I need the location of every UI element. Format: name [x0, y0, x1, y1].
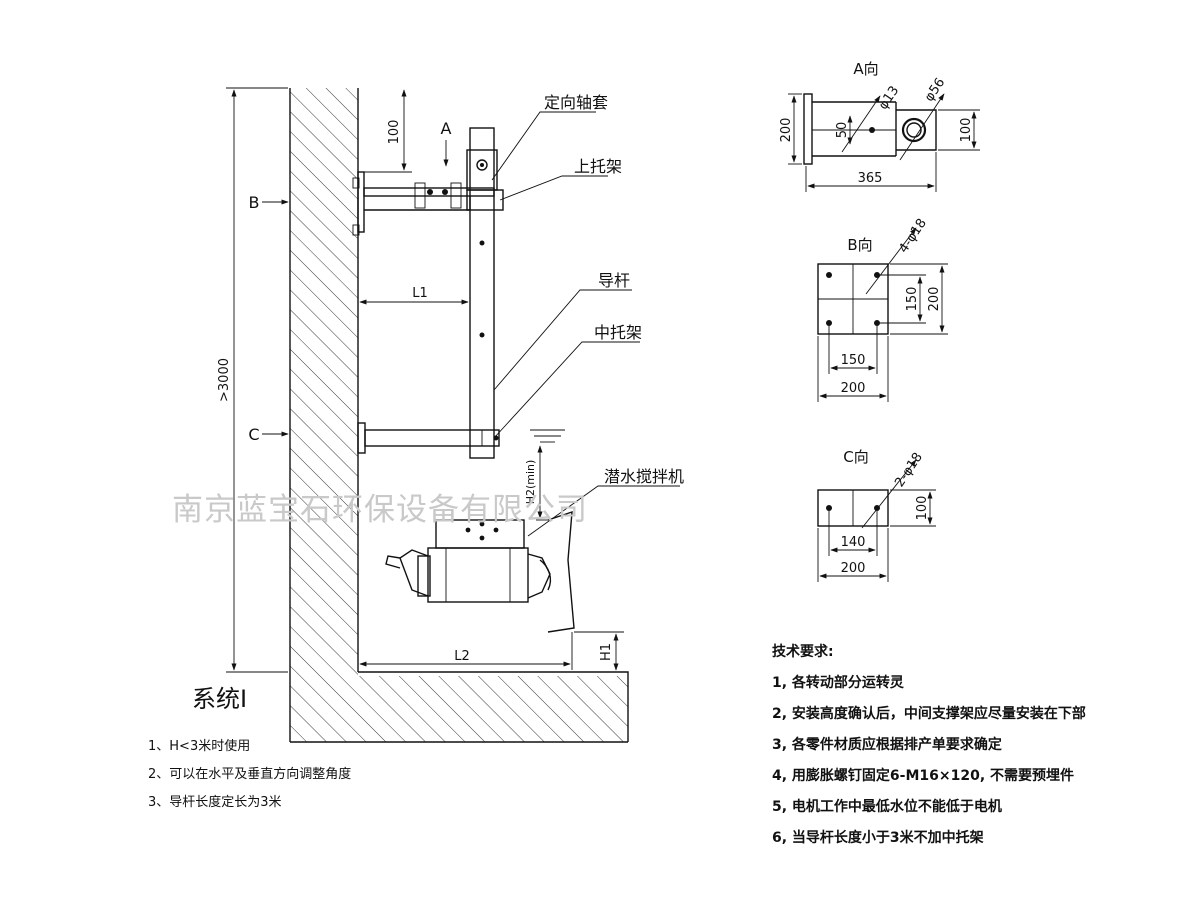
tech-requirements: 技术要求: 1, 各转动部分运转灵 2, 安装高度确认后，中间支撑架应尽量安装在…	[772, 643, 1086, 846]
note-3: 3、导杆长度定长为3米	[148, 794, 282, 810]
middle-bracket	[357, 422, 500, 454]
note-2: 2、可以在水平及垂直方向调整角度	[148, 766, 351, 782]
view-a-dim-200: 200	[779, 118, 794, 143]
view-b-dim-v150: 150	[905, 287, 920, 312]
view-c-dim-h140: 140	[841, 535, 866, 550]
view-b-dim-holes: 4-φ18	[896, 216, 930, 256]
view-a-dim-365: 365	[858, 171, 883, 186]
view-a: A向 200 50 100 365 φ13 φ56	[779, 60, 980, 192]
view-c-title: C向	[843, 448, 868, 466]
tech-item: 2, 安装高度确认后，中间支撑架应尽量安装在下部	[772, 705, 1086, 722]
view-c-dim-h200: 200	[841, 561, 866, 576]
guide-rod	[469, 127, 495, 459]
view-a-dim-d56: φ56	[922, 75, 948, 104]
dim-h1: H1	[599, 643, 614, 661]
tech-item: 4, 用膨胀螺钉固定6-M16×120, 不需要预埋件	[772, 767, 1074, 784]
submersible-mixer	[385, 511, 575, 633]
view-b-dim-h150: 150	[841, 353, 866, 368]
tech-item: 1, 各转动部分运转灵	[772, 674, 905, 691]
label-orient-sleeve: 定向轴套	[544, 93, 608, 112]
tech-item: 5, 电机工作中最低水位不能低于电机	[772, 798, 1002, 815]
view-arrows	[262, 140, 449, 437]
marker-c: C	[248, 425, 259, 444]
tech-title: 技术要求:	[772, 643, 834, 660]
dim-l2: L2	[454, 649, 470, 664]
dim-l1: L1	[412, 286, 428, 301]
tech-item: 6, 当导杆长度小于3米不加中托架	[772, 829, 984, 846]
dim-height: >3000	[217, 358, 232, 402]
view-a-dim-50: 50	[835, 122, 850, 139]
label-guide-rod: 导杆	[598, 271, 630, 290]
label-mixer: 潜水搅拌机	[604, 467, 684, 486]
notes: 1、H<3米时使用 2、可以在水平及垂直方向调整角度 3、导杆长度定长为3米	[148, 738, 351, 810]
view-b: B向 4-φ18 150 200 150 200	[817, 216, 948, 402]
view-b-dim-h200: 200	[841, 381, 866, 396]
note-1: 1、H<3米时使用	[148, 738, 250, 754]
view-b-dim-v200: 200	[927, 287, 942, 312]
orientation-sleeve	[466, 149, 504, 211]
dim-h2: H2(min)	[524, 460, 537, 505]
tech-item: 3, 各零件材质应根据排产单要求确定	[772, 736, 1002, 753]
system-title: 系统Ⅰ	[192, 685, 247, 713]
view-a-title: A向	[853, 60, 878, 78]
view-b-title: B向	[847, 236, 872, 254]
floor	[289, 671, 629, 743]
main-view: 100 >3000 L1 L2 H1 H2(min) A B C 定向轴套 上托…	[192, 87, 684, 743]
leaders	[491, 111, 680, 537]
water-level	[530, 429, 565, 443]
view-c: C向 2-φ18 100 140 200	[817, 448, 936, 582]
label-middle-bracket: 中托架	[594, 323, 642, 342]
dim-100-top: 100	[387, 120, 402, 145]
view-c-dim-holes: 2-φ18	[892, 450, 926, 490]
marker-b: B	[249, 193, 260, 212]
view-a-dim-d13: φ13	[876, 83, 902, 112]
wall	[289, 88, 359, 676]
view-c-dim-v100: 100	[915, 496, 930, 521]
view-a-dim-100: 100	[959, 118, 974, 143]
watermark: 南京蓝宝石环保设备有限公司	[172, 492, 588, 528]
label-upper-bracket: 上托架	[574, 157, 622, 176]
upper-bracket	[352, 171, 495, 236]
marker-a: A	[441, 119, 452, 138]
main-dimensions	[226, 87, 624, 673]
